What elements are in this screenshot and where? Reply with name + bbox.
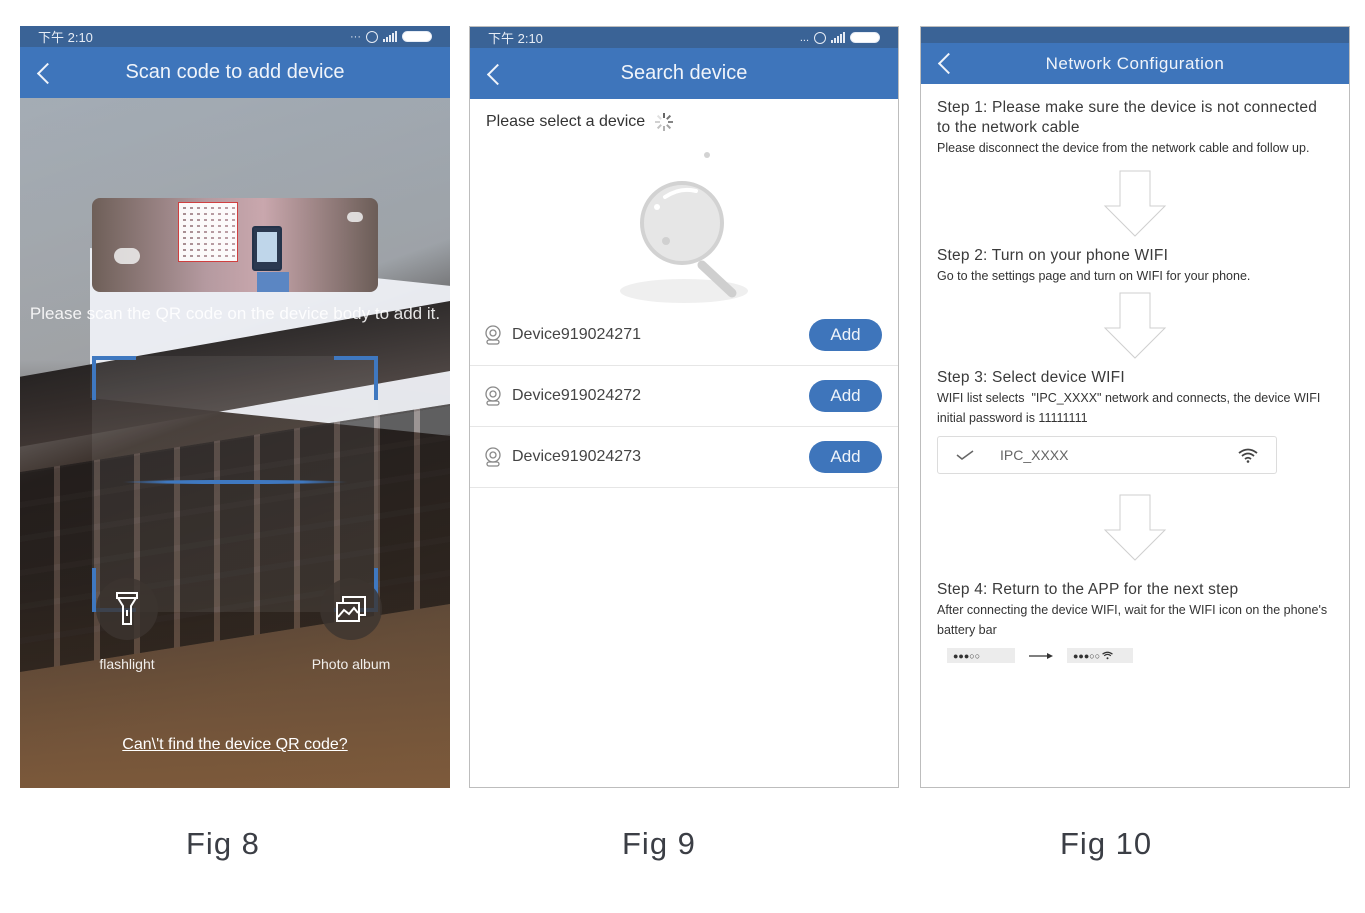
step-body: Go to the settings page and turn on WIFI…	[937, 269, 1251, 283]
step-heading: Step 4: Return to the APP for the next s…	[937, 581, 1239, 598]
step-body: WIFI list selects "IPC_XXXX" network and…	[937, 391, 1324, 425]
back-button[interactable]	[935, 49, 959, 77]
page-title: Search device	[620, 62, 748, 84]
add-device-button[interactable]: Add	[809, 441, 882, 473]
camera-preview: Please scan the QR code on the device bo…	[20, 98, 450, 788]
step-heading: Step 1: Please make sure the device is n…	[937, 99, 1318, 136]
cant-find-qr-link[interactable]: Can\'t find the device QR code?	[122, 736, 348, 753]
back-button[interactable]	[484, 60, 508, 88]
step-4: Step 4: Return to the APP for the next s…	[937, 580, 1333, 640]
add-device-button[interactable]: Add	[809, 380, 882, 412]
config-steps: Step 1: Please make sure the device is n…	[921, 98, 1349, 663]
frame-corner	[92, 356, 136, 400]
figure-caption: Fig 8	[186, 826, 260, 861]
battery-icon	[402, 31, 432, 42]
signal-dots-before-icon: ●●●○○	[947, 648, 1015, 663]
page-title: Scan code to add device	[125, 61, 345, 83]
down-arrow-icon	[937, 494, 1333, 562]
photo-album-icon	[336, 596, 366, 622]
battery-bar-example: ●●●○○ ●●●○○	[947, 648, 1333, 663]
loading-spinner-icon	[655, 113, 674, 131]
step-3: Step 3: Select device WIFI WIFI list sel…	[937, 368, 1333, 428]
device-row[interactable]: Device919024271 Add	[470, 305, 898, 366]
step-heading: Step 2: Turn on your phone WIFI	[937, 247, 1169, 264]
camera-icon	[485, 447, 501, 467]
page-title: Network Configuration	[1045, 53, 1225, 73]
flashlight-button[interactable]: flashlight	[67, 578, 187, 672]
camera-icon	[485, 386, 501, 406]
down-arrow-icon	[937, 292, 1333, 360]
device-name: Device919024273	[512, 448, 641, 465]
status-bar: 下午 2:10 ···	[20, 26, 450, 47]
device-name: Device919024272	[512, 387, 641, 404]
status-icons: ···	[350, 30, 432, 43]
nav-bar: Scan code to add device	[20, 47, 450, 98]
nav-bar: Search device	[470, 48, 898, 99]
magnifier-icon	[620, 152, 748, 303]
step-heading: Step 3: Select device WIFI	[937, 369, 1125, 386]
qr-code-icon	[178, 202, 238, 262]
step-2: Step 2: Turn on your phone WIFI Go to th…	[937, 246, 1333, 286]
step-body: After connecting the device WIFI, wait f…	[937, 603, 1328, 637]
status-time: 下午 2:10	[488, 31, 543, 46]
status-bar	[921, 27, 1349, 43]
scan-illustration	[92, 198, 378, 292]
photo-album-button[interactable]: Photo album	[291, 578, 411, 672]
signal-icon	[383, 31, 397, 42]
down-arrow-icon	[937, 170, 1333, 238]
sync-icon	[814, 31, 826, 44]
cloud-icon	[114, 248, 140, 264]
status-icons: ...	[799, 31, 880, 44]
select-prompt: Please select a device	[486, 113, 646, 130]
flashlight-label: flashlight	[99, 656, 155, 672]
dots-icon: ···	[350, 30, 361, 43]
device-list: Device919024271 Add Device919024272 Add …	[470, 305, 898, 488]
wifi-icon	[1102, 651, 1114, 660]
add-device-button[interactable]: Add	[809, 319, 882, 351]
phone-icon	[252, 226, 282, 271]
hand-icon	[257, 272, 289, 292]
check-icon	[956, 450, 974, 460]
arrow-right-icon	[1029, 652, 1053, 659]
wifi-list-item[interactable]: IPC_XXXX	[937, 436, 1277, 474]
network-config-screen: Network Configuration Step 1: Please mak…	[920, 26, 1350, 788]
figure-caption: Fig 9	[622, 826, 696, 861]
searching-illustration	[470, 145, 898, 305]
status-time: 下午 2:10	[38, 30, 93, 45]
frame-corner	[334, 356, 378, 400]
device-name: Device919024271	[512, 326, 641, 343]
select-prompt-row: Please select a device	[470, 99, 898, 145]
scan-code-screen: 下午 2:10 ··· Scan code to add device Plea…	[20, 26, 450, 788]
device-row[interactable]: Device919024273 Add	[470, 427, 898, 488]
search-device-screen: 下午 2:10 ... Search device Please select …	[469, 26, 899, 788]
sync-icon	[366, 30, 378, 43]
wifi-icon	[1238, 448, 1258, 463]
photo-album-label: Photo album	[311, 656, 391, 672]
scan-instruction: Please scan the QR code on the device bo…	[29, 304, 441, 323]
nav-bar: Network Configuration	[921, 43, 1349, 84]
figure-caption: Fig 10	[1060, 826, 1153, 861]
battery-icon	[850, 32, 880, 43]
step-body: Please disconnect the device from the ne…	[937, 141, 1310, 155]
dots-icon: ...	[799, 31, 809, 44]
device-row[interactable]: Device919024272 Add	[470, 366, 898, 427]
cloud-icon	[347, 212, 363, 222]
camera-icon	[485, 325, 501, 345]
step-1: Step 1: Please make sure the device is n…	[937, 98, 1333, 158]
signal-dots-after-icon: ●●●○○	[1067, 648, 1133, 663]
wifi-ssid: IPC_XXXX	[1000, 447, 1069, 463]
scan-frame	[92, 356, 378, 612]
status-bar: 下午 2:10 ...	[470, 27, 898, 48]
flashlight-icon	[116, 592, 138, 625]
signal-icon	[831, 32, 845, 43]
back-button[interactable]	[34, 59, 58, 87]
scan-line	[122, 480, 348, 484]
